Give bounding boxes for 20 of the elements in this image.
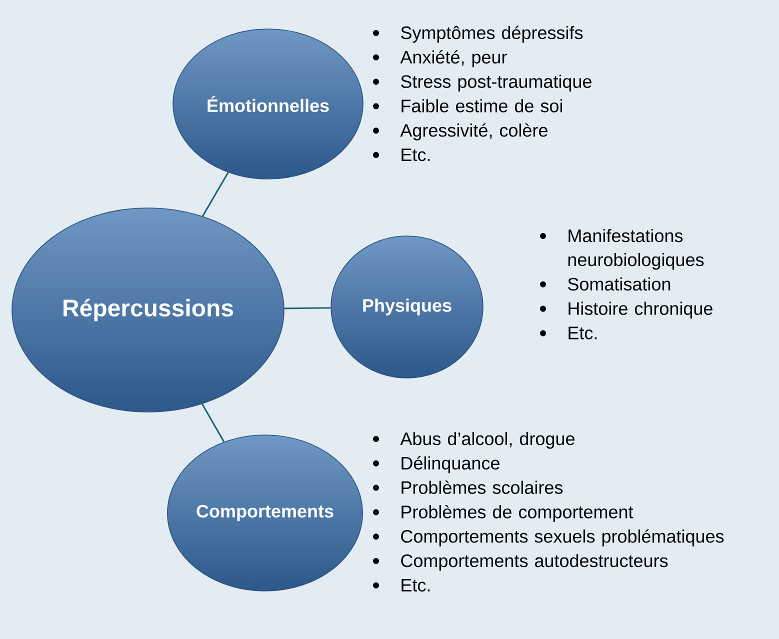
bullet-item: Somatisation [540, 277, 670, 291]
bullet-item: Stress post-traumatique [373, 74, 592, 92]
connector-line [202, 172, 229, 217]
bullet-item: Etc. [373, 148, 430, 162]
bullet-item: Faible estime de soi [373, 99, 562, 112]
bullet-item: Histoire chronique [540, 302, 712, 319]
connector-line [284, 307, 331, 310]
bullet-item: Manifestations neurobiologiques [540, 228, 704, 270]
bullet-item: Comportements sexuels problématiques [373, 529, 724, 546]
bullet-item: Etc. [373, 579, 430, 592]
connector-line [201, 404, 225, 442]
bullet-item: Symptômes dépressifs [373, 26, 583, 43]
bullet-item: Comportements autodestructeurs [373, 554, 668, 571]
bullet-item: Anxiété, peur [373, 50, 507, 68]
bullet-item: Agressivité, colère [373, 123, 548, 140]
bullet-item: Délinquance [373, 456, 500, 474]
bullet-item: Problèmes scolaires [373, 480, 563, 494]
bullet-item: Problèmes de comportement [373, 504, 634, 522]
bullet-item: Etc. [540, 326, 597, 340]
bullet-item: Abus d’alcool, drogue [373, 432, 574, 449]
